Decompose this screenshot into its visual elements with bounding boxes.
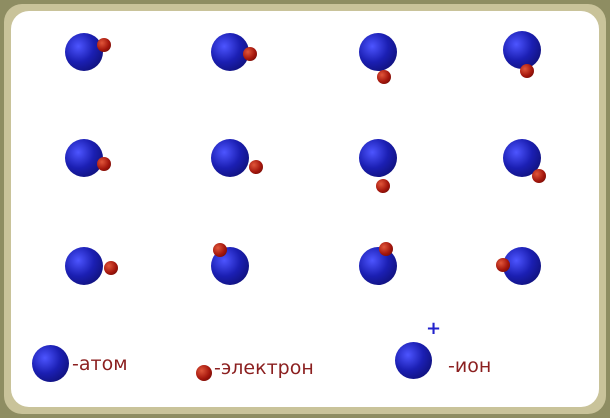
atom-6	[211, 139, 249, 177]
electron-5	[97, 157, 111, 171]
electron-8	[532, 169, 546, 183]
legend-electron-label: -электрон	[214, 357, 314, 379]
electron-1	[97, 38, 111, 52]
legend-atom-icon	[32, 345, 69, 382]
electron-3	[377, 70, 391, 84]
legend-atom-label: -атом	[72, 353, 128, 375]
legend-ion-label: -ион	[448, 355, 492, 377]
ion-plus-sign: +	[426, 318, 442, 339]
electron-2	[243, 47, 257, 61]
legend-electron-icon	[196, 365, 212, 381]
atom-7	[359, 139, 397, 177]
electron-4	[520, 64, 534, 78]
electron-6	[249, 160, 263, 174]
electron-12	[496, 258, 510, 272]
atom-9	[65, 247, 103, 285]
atom-5	[65, 139, 103, 177]
electron-7	[376, 179, 390, 193]
electron-10	[213, 243, 227, 257]
atom-1	[65, 33, 103, 71]
atom-2	[211, 33, 249, 71]
atom-3	[359, 33, 397, 71]
electron-11	[379, 242, 393, 256]
electron-9	[104, 261, 118, 275]
diagram-panel	[11, 11, 599, 407]
legend-ion-icon	[395, 342, 432, 379]
atom-4	[503, 31, 541, 69]
